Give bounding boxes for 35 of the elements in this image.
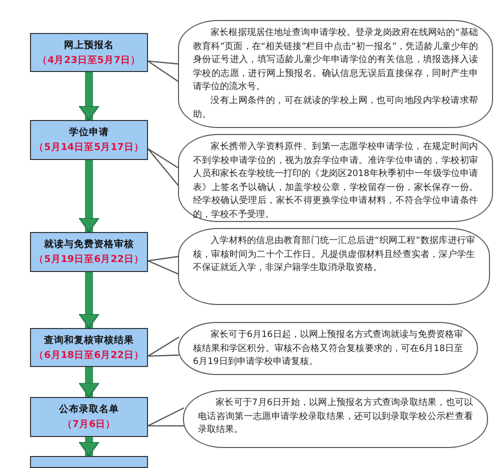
- step-box: [30, 456, 148, 468]
- step-box: [30, 232, 148, 272]
- speech-bubble: [178, 228, 490, 305]
- date-range: （7月6日）: [62, 418, 116, 432]
- bubble-tail: [147, 407, 185, 426]
- paragraph: 家长可于6月16日起，以网上预报名方式查询就读与免费资格审核结果和学区积分。审核不合格又符合复核要求的，可在6月18日至6月19日到申请学校申请复核。: [193, 329, 463, 370]
- step-box: [30, 33, 148, 72]
- bubble-tail: [146, 336, 180, 357]
- speech-bubble: [178, 134, 493, 222]
- date-range: （4月23日至5月7日）: [37, 54, 141, 68]
- arrow: [78, 437, 100, 456]
- bubble-tail: [146, 256, 180, 275]
- date-range: （6月18日至6月22日）: [34, 348, 144, 362]
- step-box: [30, 120, 148, 160]
- paragraph: 家长可于7月6日开始，以网上预报名方式查询录取结果，也可以电话咨询第一志愿申请学校录取结果，还可以到录取学校公示栏查看录取结果。: [198, 397, 473, 438]
- step-box: [30, 397, 148, 437]
- step-title: 查询和复核审核结果: [44, 334, 134, 348]
- arrow: [78, 367, 100, 398]
- speech-bubble: [178, 20, 493, 128]
- date-range: （5月19日至6月22日）: [34, 253, 144, 267]
- paragraph: 家长根据现居住地址查询申请学校。登录龙岗政府在线网站的“基础教育科”页面，在“相关链接”栏目中点击“初一报名”，凭适龄儿童少年的身份证号进入，填写适龄儿童少年申请学位的有关信息，填报选择入读学校的志愿，进行网上预报名。确认信息无误后直接保存，同时产生申请学位的流水号。: [193, 27, 478, 94]
- paragraph: 没有上网条件的，可在就读的学校上网，也可向地段内学校请求帮助。: [193, 94, 478, 122]
- step-title: 学位申请: [69, 126, 109, 140]
- arrow: [78, 160, 100, 232]
- step-box: [30, 328, 148, 367]
- date-range: （5月14日至5月17日）: [34, 141, 144, 155]
- bubble-tail: [147, 148, 180, 187]
- arrow: [78, 272, 100, 328]
- step-title: 网上预报名: [64, 38, 114, 52]
- paragraph: 入学材料的信息由教育部门统一汇总后进“织网工程”数据库进行审核，审核时间为二十个工作日。凡提供虚假材料且经查实者，深户学生不保证就近入学，非深户籍学生取消录取资格。: [193, 235, 475, 276]
- bubble-tail: [147, 60, 180, 83]
- paragraph: 家长携带入学资料原件、到第一志愿学校申请学位，在规定时间内不到学校申请学位的，视为放弃学位申请。准许学位申请的，学校初审人员和家长在学校统一打印的《龙岗区2018年秋季初中一年级学位申请表》上签名予以确认，加盖学校公章，学校留存一份，家长保存一份。经学校确认受理后，家长不得更换学位申请材料，不符合学位申请条件的，学校不予受理。: [193, 141, 478, 222]
- step-title: 公布录取名单: [59, 403, 119, 417]
- arrow: [78, 72, 100, 120]
- step-title: 就读与免费资格审核: [44, 238, 134, 252]
